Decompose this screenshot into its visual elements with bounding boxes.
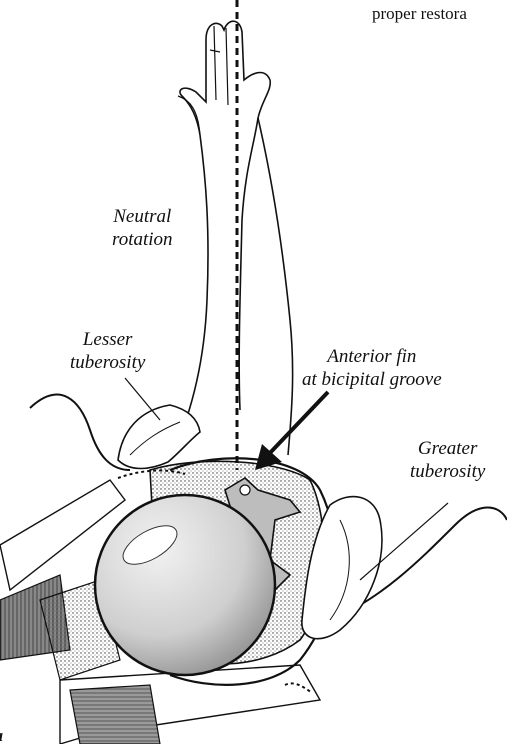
- soft-tissue-curve-left: [30, 395, 130, 470]
- figure-number: 0a: [0, 726, 3, 746]
- anterior-fin-arrow: [268, 392, 328, 455]
- label-anterior-fin: Anterior fin at bicipital groove: [302, 345, 442, 391]
- label-neutral-rotation: Neutral rotation: [112, 205, 173, 251]
- label-lesser-line1: Lesser: [70, 328, 145, 351]
- label-anterior-line1: Anterior fin: [302, 345, 442, 368]
- label-anterior-line2: at bicipital groove: [302, 368, 442, 391]
- label-greater-tuberosity: Greater tuberosity: [410, 437, 485, 483]
- finger-lines: [178, 26, 228, 135]
- label-lesser-tuberosity: Lesser tuberosity: [70, 328, 145, 374]
- stem-hole: [240, 485, 250, 495]
- forearm-right-edge: [258, 118, 293, 455]
- muscle-striated-lower: [70, 685, 160, 744]
- leader-lesser: [125, 378, 160, 420]
- label-lesser-line2: tuberosity: [70, 351, 145, 374]
- label-neutral-line1: Neutral: [112, 205, 173, 228]
- label-greater-line1: Greater: [410, 437, 485, 460]
- lesser-tuberosity-bone: [118, 405, 200, 469]
- forearm-left-edge: [186, 135, 208, 420]
- header-partial-text: proper restora: [372, 4, 507, 24]
- forearm-outline: [180, 21, 270, 410]
- prosthetic-humeral-head: [95, 495, 275, 675]
- label-neutral-line2: rotation: [112, 228, 173, 251]
- label-greater-line2: tuberosity: [410, 460, 485, 483]
